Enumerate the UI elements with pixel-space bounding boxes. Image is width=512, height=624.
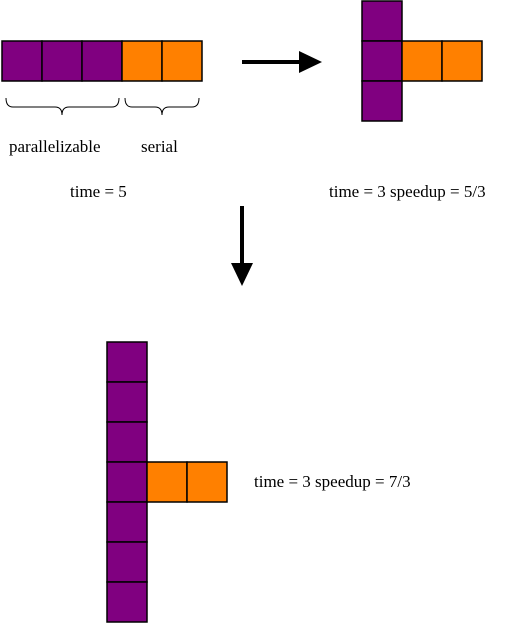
variant-a-task-layout [361,0,483,122]
parallel-block [81,40,123,82]
parallelizable-label: parallelizable [9,137,101,156]
parallel-block [106,501,148,543]
parallel-block [106,461,148,503]
serial-block [441,40,483,82]
parallel-block [1,40,43,82]
serial-label: serial [141,137,178,156]
serial-block [121,40,163,82]
parallel-block [41,40,83,82]
time-original-label: time = 5 [70,182,127,201]
serial-block [401,40,443,82]
serial-block [161,40,203,82]
parallel-block [106,341,148,383]
parallel-block [361,0,403,42]
serial-brace [124,97,200,116]
original-task-row [1,40,203,82]
arrow-right-head [299,51,322,73]
arrow-down-head [231,263,253,286]
serial-block [186,461,228,503]
parallelizable-brace [5,97,120,116]
parallel-block [106,541,148,583]
variant-b-task-layout [106,341,228,623]
parallel-block [106,421,148,463]
result-a-label: time = 3 speedup = 5/3 [329,182,486,201]
parallel-block [106,581,148,623]
result-b-label: time = 3 speedup = 7/3 [254,472,411,491]
parallel-block [106,381,148,423]
parallel-block [361,40,403,82]
serial-block [146,461,188,503]
parallel-block [361,80,403,122]
